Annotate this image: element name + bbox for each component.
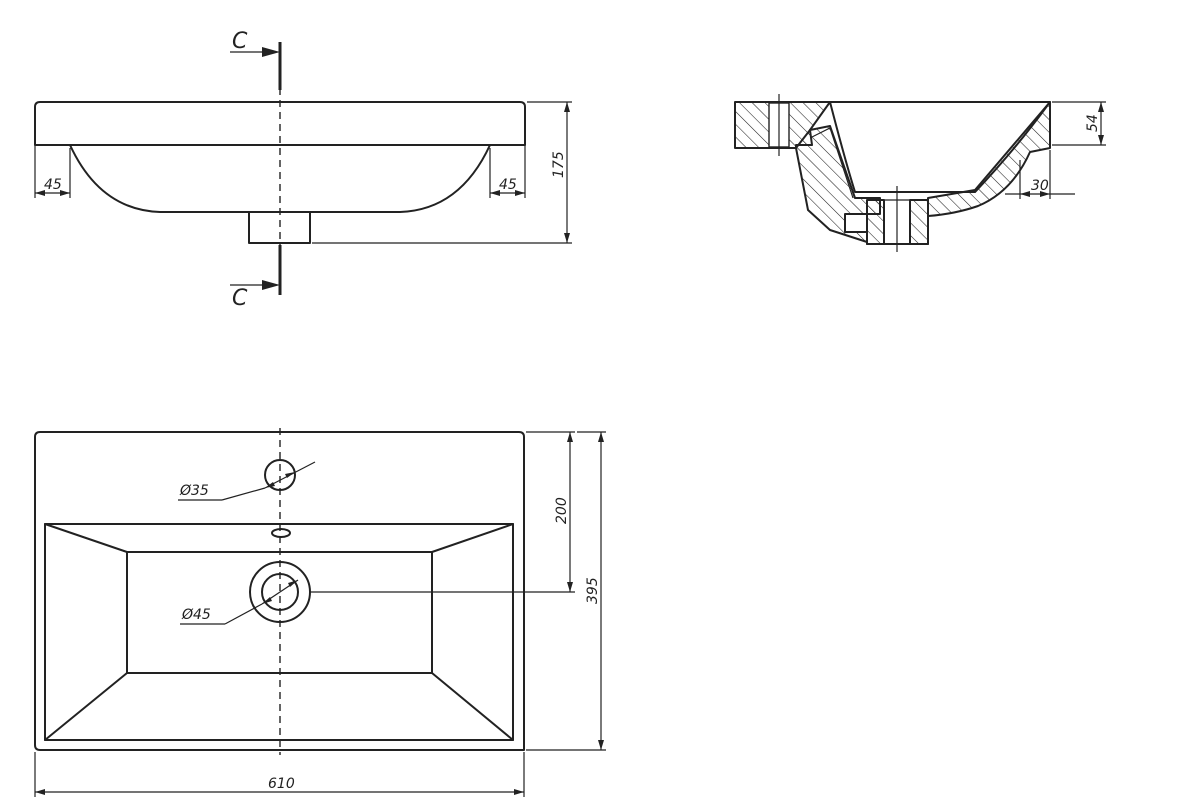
dim-rim-right: 45 <box>489 145 526 198</box>
front-view: C C 45 45 <box>34 29 572 311</box>
top-slope-bl <box>44 672 128 741</box>
dim-depth-label: 395 <box>585 577 601 604</box>
dim-rim-left: 45 <box>34 145 71 198</box>
section-drain-left <box>866 199 885 245</box>
dim-rim-left-label: 45 <box>44 177 62 193</box>
section-label-top: C <box>232 29 248 54</box>
section-bowl-outline <box>829 101 1051 193</box>
dim-height: 175 <box>312 101 572 244</box>
section-mark-bottom: C <box>230 245 282 311</box>
dim-tap-hole-label: Ø35 <box>179 483 209 499</box>
dim-width-label: 610 <box>268 776 295 792</box>
dim-side-rim-label: 30 <box>1031 178 1049 194</box>
top-slope-tl <box>44 523 128 553</box>
dim-drain-offset: 200 <box>310 431 575 593</box>
section-overflow-channel <box>811 127 854 199</box>
dim-width: 610 <box>34 752 525 797</box>
dim-height-label: 175 <box>551 151 567 178</box>
section-label-bottom: C <box>232 286 248 311</box>
dim-tap-hole: Ø35 <box>178 461 316 501</box>
dim-depth: 395 <box>526 431 606 751</box>
section-mark-top: C <box>230 29 282 90</box>
dim-side-depth-label: 54 <box>1085 114 1101 132</box>
dim-drain: Ø45 <box>180 579 299 625</box>
top-view: Ø35 Ø45 200 395 <box>34 428 606 797</box>
dim-rim-right-label: 45 <box>499 177 517 193</box>
section-right-wall <box>927 101 1051 217</box>
dim-side-depth: 54 <box>1052 101 1106 146</box>
top-slope-br <box>431 672 514 741</box>
top-slope-tr <box>431 523 514 553</box>
dim-drain-label: Ø45 <box>181 607 211 623</box>
section-drain-right <box>909 199 929 245</box>
section-overflow-wall <box>795 125 881 243</box>
top-basin-outer <box>44 523 514 741</box>
dim-drain-offset-label: 200 <box>554 497 570 524</box>
overflow-slot <box>271 528 291 538</box>
top-outer <box>34 431 525 751</box>
dim-side-rim: 30 <box>1005 150 1075 199</box>
section-view: 54 30 <box>734 94 1106 252</box>
